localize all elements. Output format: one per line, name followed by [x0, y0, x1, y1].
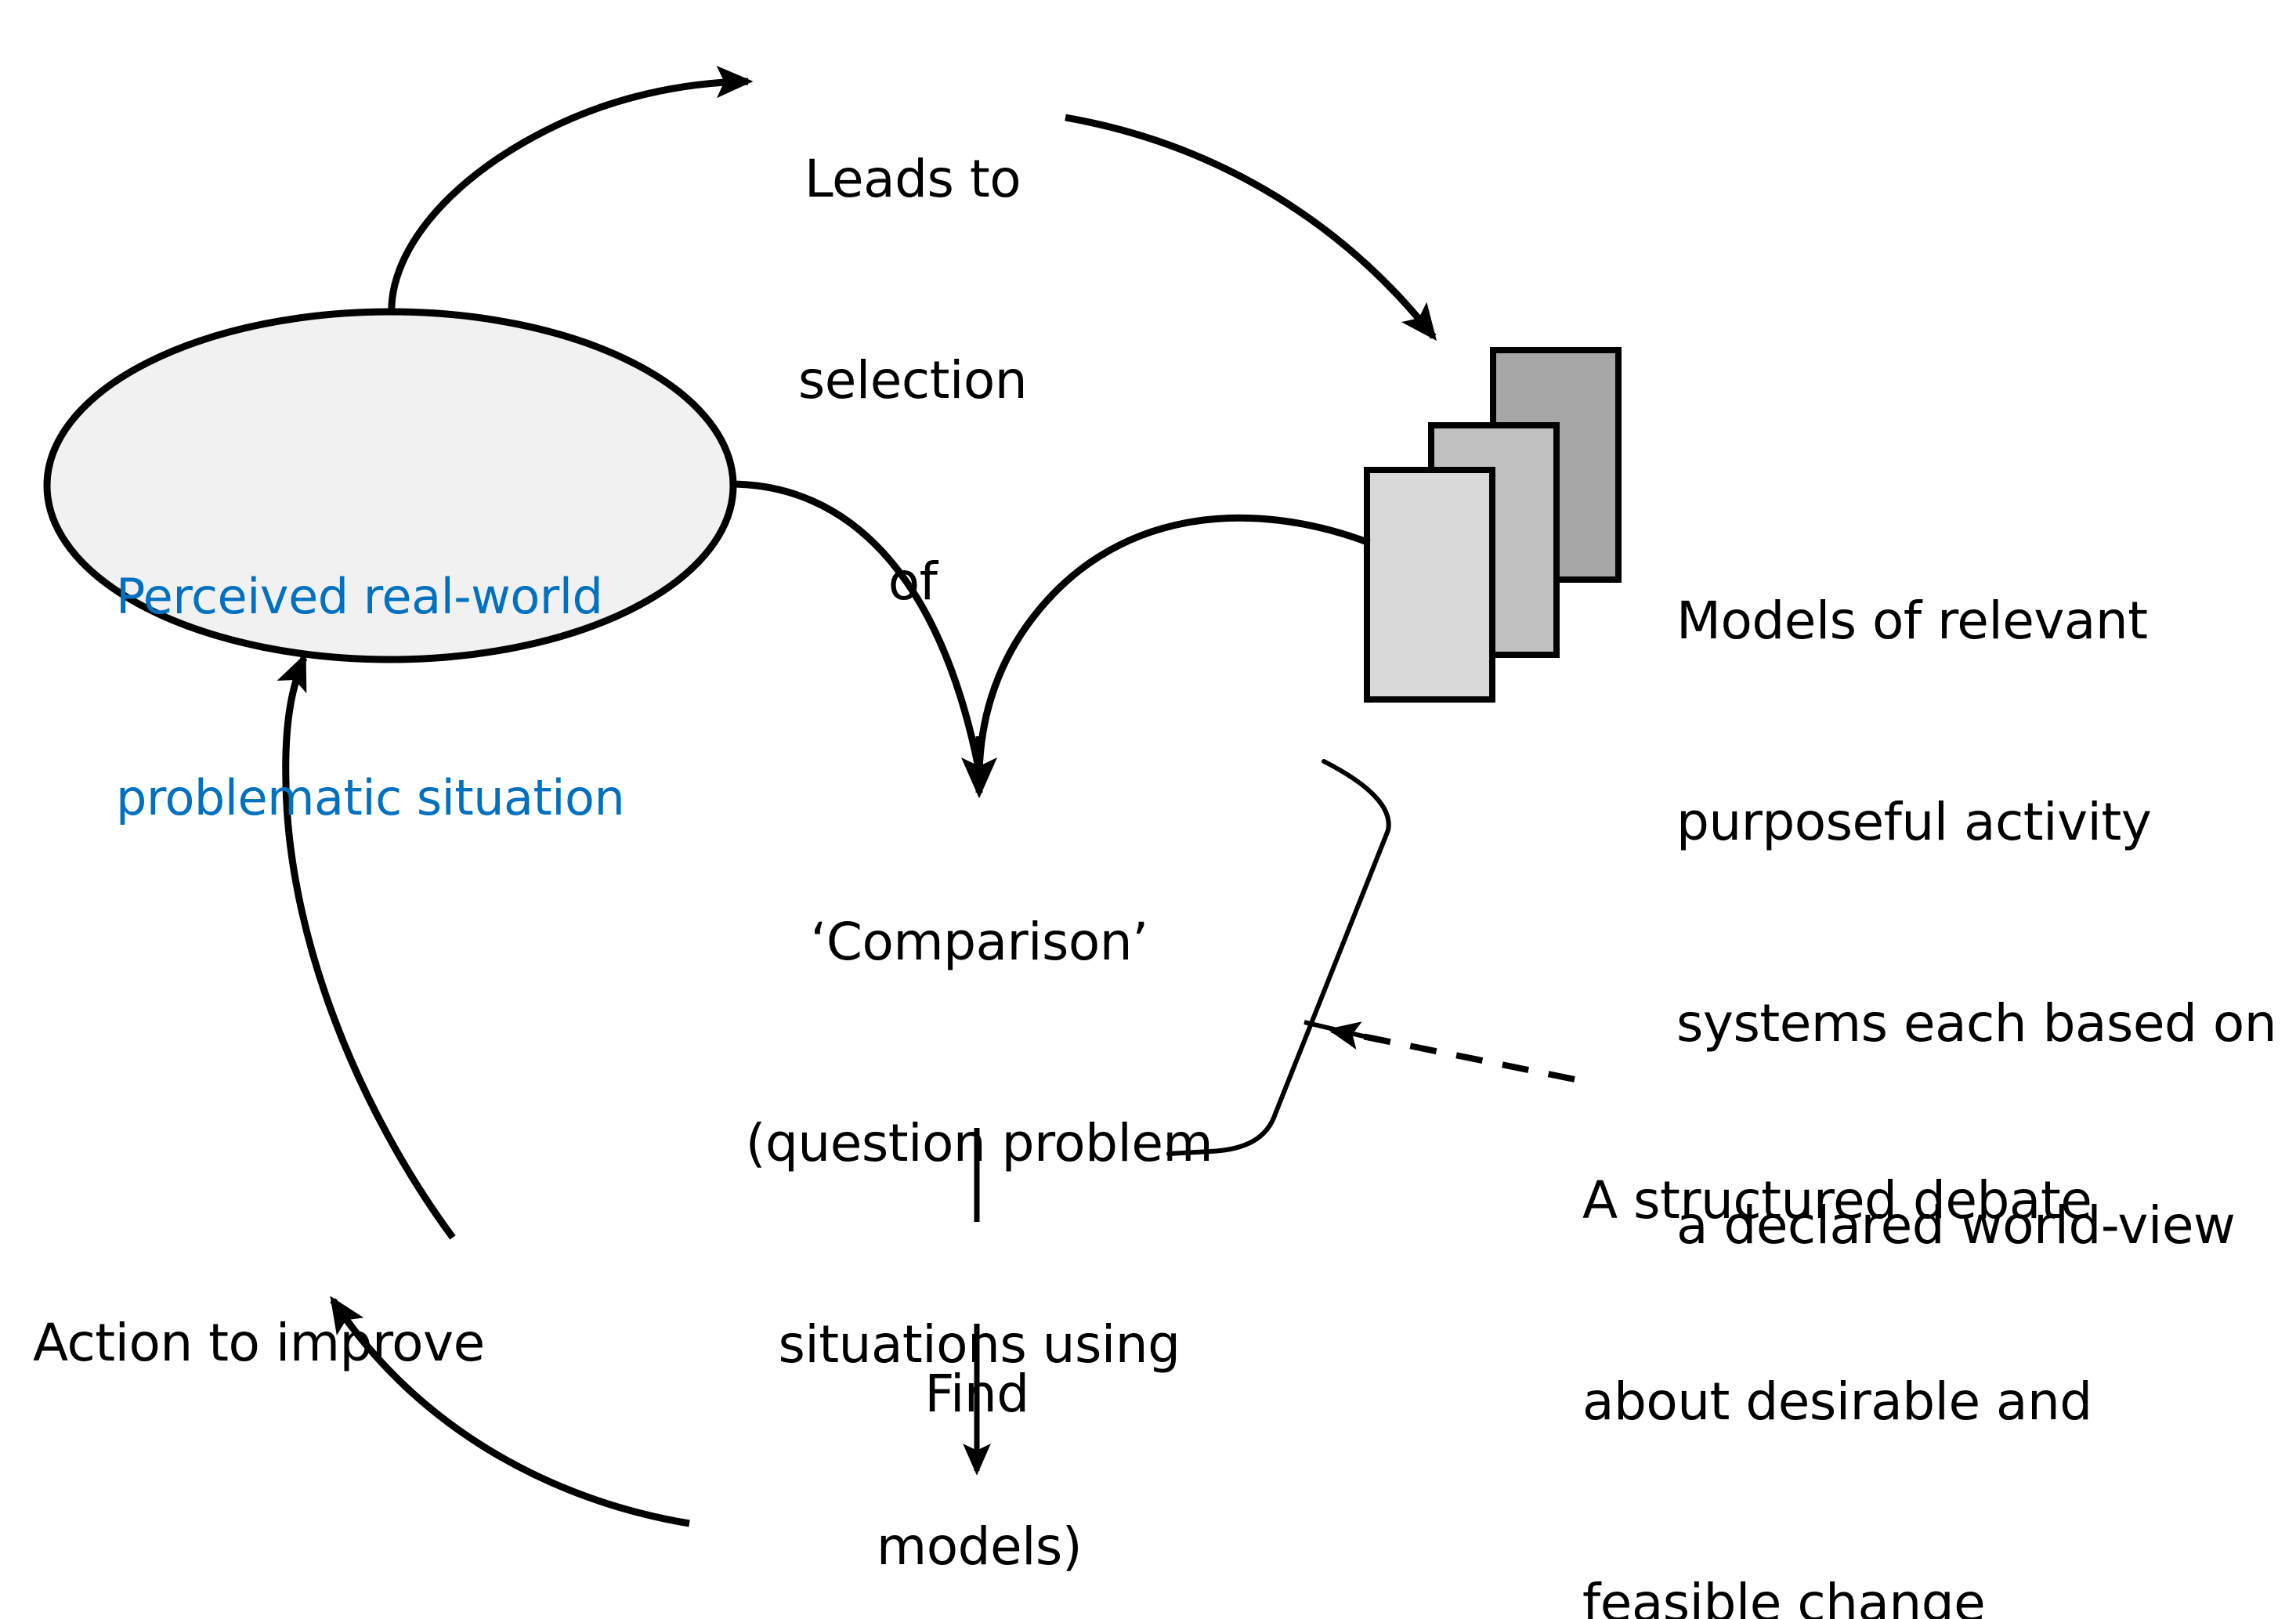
debate-callout-arrow: [1327, 1021, 1575, 1082]
debate-caption: A structured debate about desirable and …: [1582, 1032, 2209, 1619]
comparison-line3: situations using: [778, 1314, 1181, 1375]
edge-leads-to-selection-arrow: [388, 65, 754, 314]
debate-callout-connector: [1303, 1020, 1368, 1039]
accommodations-node: Accommodations which enable: [689, 1488, 1269, 1619]
debate-caption-line1: A structured debate: [1582, 1169, 2092, 1231]
models-caption: Models of relevant purposeful activity s…: [1676, 453, 2296, 1393]
comparison-line4: models): [876, 1516, 1083, 1577]
leads-to-selection-line3: of: [888, 551, 938, 613]
comparison-node: ‘Comparison’ (question problem situation…: [689, 774, 1269, 1619]
edge-action-to-situation: [277, 652, 456, 1240]
edge-label-leads-to-selection: Leads to selection of: [752, 11, 1073, 750]
model-rect-front: [1364, 467, 1495, 703]
edge-models-to-comparison: [975, 514, 1371, 772]
find-label: Find: [924, 1363, 1029, 1424]
edge-accommodations-to-action: [330, 1296, 690, 1527]
debate-caption-line2: about desirable and: [1582, 1371, 2092, 1432]
debate-caption-line3: feasible change: [1582, 1573, 1986, 1619]
models-caption-line4: a declared world-view: [1676, 1194, 2236, 1256]
edge-label-find: Find: [871, 1226, 1083, 1562]
models-caption-line1: Models of relevant: [1676, 590, 2148, 651]
situation-ellipse-label-line2: problematic situation: [116, 768, 625, 826]
leads-to-selection-line2: selection: [797, 349, 1028, 410]
debate-brace: [1166, 759, 1391, 1156]
models-caption-line3: systems each based on: [1676, 993, 2277, 1054]
models-caption-line2: purposeful activity: [1676, 791, 2152, 852]
leads-to-selection-line1: Leads to: [804, 148, 1021, 209]
action-node-label: Action to improve: [33, 1312, 485, 1373]
comparison-line2: (question problem: [745, 1112, 1213, 1173]
edge-selection-to-models-arrow: [1065, 114, 1437, 342]
edge-situation-to-comparison: [729, 480, 983, 772]
comparison-line1: ‘Comparison’: [810, 911, 1148, 972]
situation-ellipse-label: Perceived real-world problematic situati…: [116, 429, 680, 965]
situation-ellipse-label-line1: Perceived real-world: [116, 568, 603, 626]
action-node: Action to improve: [33, 1175, 566, 1511]
